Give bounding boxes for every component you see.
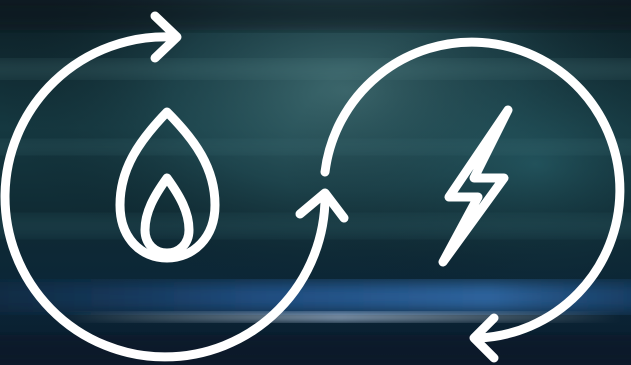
flame-icon xyxy=(120,112,215,258)
lightning-bolt-icon xyxy=(443,110,508,262)
